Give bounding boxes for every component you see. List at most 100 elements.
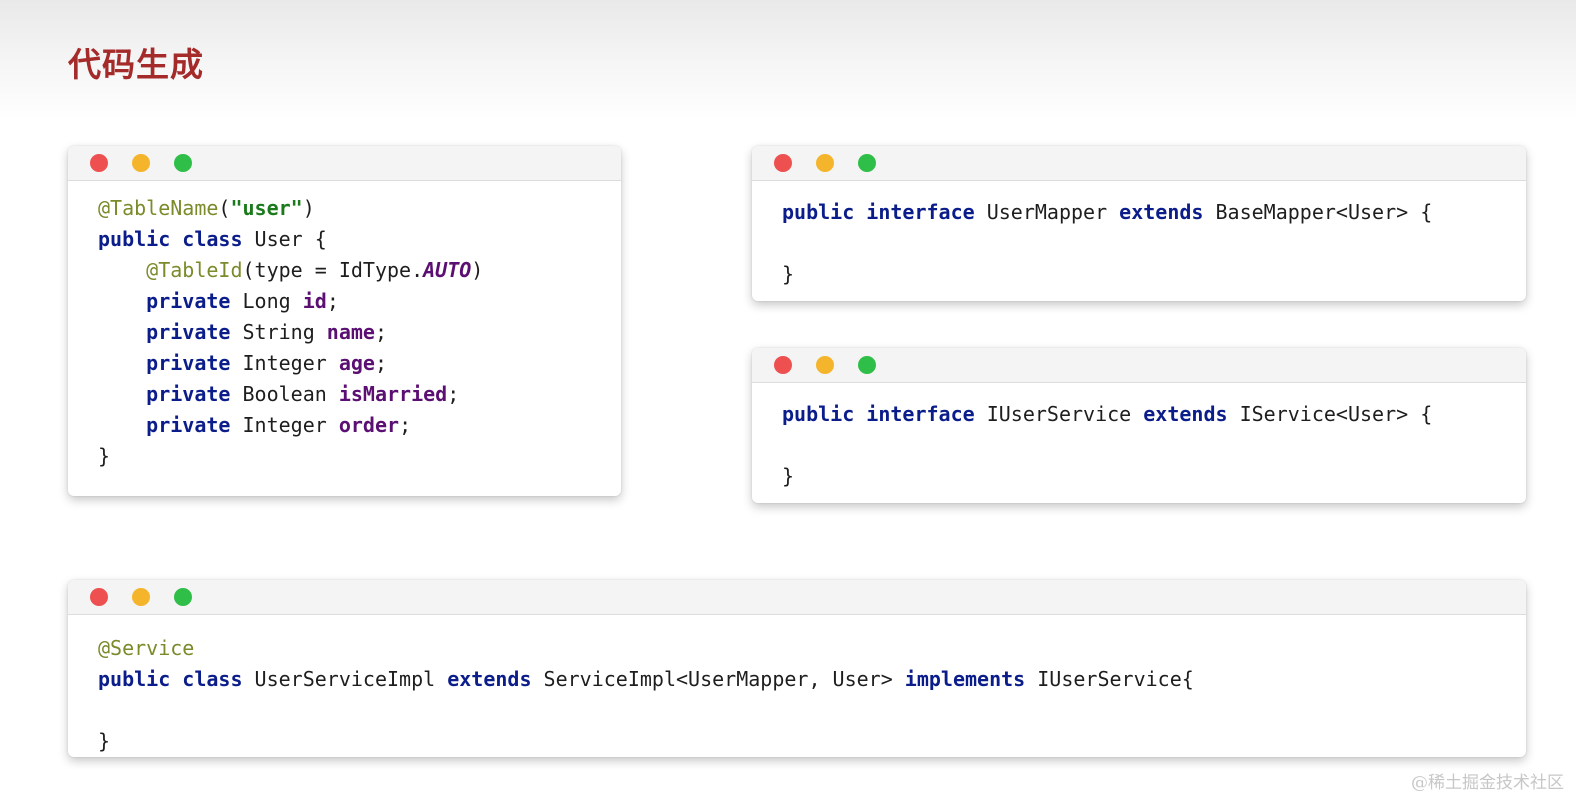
code-token: (type = IdType. [242, 258, 424, 282]
code-token: id [302, 289, 327, 313]
minimize-window-icon[interactable] [816, 356, 834, 374]
code-token: age [338, 351, 375, 375]
code-token: private [146, 289, 231, 313]
code-line: private Long id; [98, 286, 621, 317]
code-line [98, 695, 1526, 726]
code-block: @Service public class UserServiceImpl ext… [68, 615, 1526, 757]
code-token [98, 289, 146, 313]
code-token: public class [98, 667, 243, 691]
code-token: UserServiceImpl [242, 667, 448, 691]
minimize-window-icon[interactable] [132, 588, 150, 606]
code-line: private Integer age; [98, 348, 621, 379]
code-window-user-mapper: public interface UserMapper extends Base… [752, 146, 1526, 301]
code-token [98, 258, 146, 282]
code-token: ; [374, 320, 388, 344]
code-line: @Service [98, 633, 1526, 664]
code-line: } [98, 441, 621, 472]
code-token: Integer [230, 413, 339, 437]
code-block: @TableName("user")public class User { @T… [68, 181, 621, 472]
code-line: public class UserServiceImpl extends Ser… [98, 664, 1526, 695]
code-token: extends [1119, 200, 1204, 224]
code-token: private [146, 382, 231, 406]
code-token: IUserService{ [1025, 667, 1194, 691]
minimize-window-icon[interactable] [816, 154, 834, 172]
code-block: public interface IUserService extends IS… [752, 383, 1526, 492]
code-block: public interface UserMapper extends Base… [752, 181, 1526, 290]
code-token: ) [471, 258, 484, 282]
code-line [782, 430, 1526, 461]
code-token [98, 382, 146, 406]
code-token: implements [904, 667, 1026, 691]
code-token: @TableName [98, 196, 219, 220]
code-line: public interface UserMapper extends Base… [782, 197, 1526, 228]
window-titlebar [68, 580, 1526, 615]
code-token [98, 413, 146, 437]
code-token: IUserService [974, 402, 1144, 426]
code-line: } [782, 461, 1526, 492]
code-token: "user" [230, 196, 303, 220]
code-token: UserMapper [974, 200, 1120, 224]
code-token: name [326, 320, 375, 344]
code-token: public class [98, 227, 243, 251]
maximize-window-icon[interactable] [858, 356, 876, 374]
code-token: } [782, 464, 795, 488]
maximize-window-icon[interactable] [858, 154, 876, 172]
code-token: ServiceImpl<UserMapper, User> [531, 667, 905, 691]
code-window-user-service-impl: @Service public class UserServiceImpl ext… [68, 580, 1526, 757]
code-line: @TableId(type = IdType.AUTO) [98, 255, 621, 286]
code-line: @TableName("user") [98, 193, 621, 224]
minimize-window-icon[interactable] [132, 154, 150, 172]
close-window-icon[interactable] [90, 154, 108, 172]
code-line [782, 228, 1526, 259]
close-window-icon[interactable] [90, 588, 108, 606]
code-token: } [98, 444, 111, 468]
code-token: ; [326, 289, 339, 313]
window-titlebar [752, 146, 1526, 181]
header-band [0, 0, 1576, 120]
code-token [98, 320, 146, 344]
page-title: 代码生成 [68, 45, 204, 84]
code-token: } [782, 262, 795, 286]
code-token: ( [218, 196, 231, 220]
code-token: public interface [782, 402, 975, 426]
close-window-icon[interactable] [774, 154, 792, 172]
code-token: public interface [782, 200, 975, 224]
code-token: BaseMapper<User> { [1203, 200, 1433, 224]
code-token: String [230, 320, 327, 344]
window-titlebar [68, 146, 621, 181]
code-line: private Integer order; [98, 410, 621, 441]
code-token: ; [399, 413, 412, 437]
close-window-icon[interactable] [774, 356, 792, 374]
maximize-window-icon[interactable] [174, 154, 192, 172]
code-line: } [782, 259, 1526, 290]
code-token [98, 351, 146, 375]
code-token: order [338, 413, 400, 437]
code-line: private Boolean isMarried; [98, 379, 621, 410]
code-token: isMarried [338, 382, 448, 406]
code-token: AUTO [423, 258, 472, 282]
code-token: @TableId [146, 258, 243, 282]
code-token: @Service [98, 636, 195, 660]
maximize-window-icon[interactable] [174, 588, 192, 606]
code-token: User { [242, 227, 327, 251]
code-token: private [146, 413, 231, 437]
code-token: private [146, 351, 231, 375]
watermark: @稀土掘金技术社区 [1411, 773, 1564, 793]
code-token: ; [447, 382, 460, 406]
code-token: IService<User> { [1227, 402, 1433, 426]
code-token: } [98, 729, 111, 753]
code-token: extends [447, 667, 532, 691]
code-token: Integer [230, 351, 339, 375]
code-token: ) [302, 196, 315, 220]
code-token: Boolean [230, 382, 339, 406]
code-token: extends [1143, 402, 1228, 426]
code-line: private String name; [98, 317, 621, 348]
code-token: Long [230, 289, 303, 313]
code-token: ; [374, 351, 388, 375]
code-line: } [98, 726, 1526, 757]
code-window-user-service: public interface IUserService extends IS… [752, 348, 1526, 503]
code-line: public interface IUserService extends IS… [782, 399, 1526, 430]
code-token: private [146, 320, 231, 344]
code-line: public class User { [98, 224, 621, 255]
window-titlebar [752, 348, 1526, 383]
